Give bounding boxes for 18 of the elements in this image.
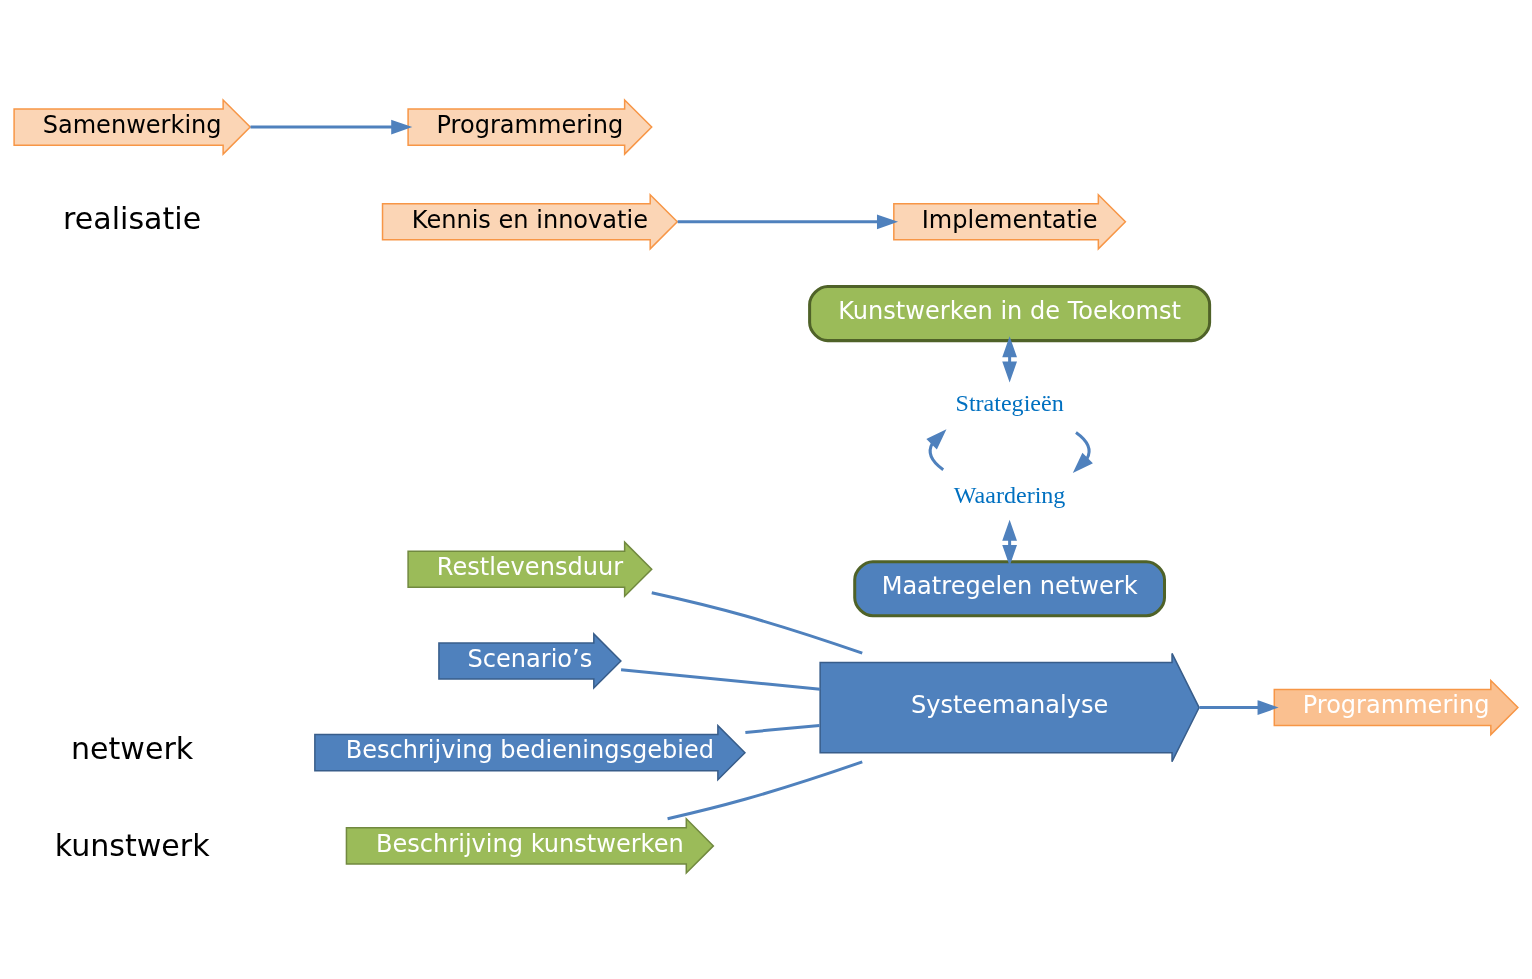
arrow (677, 214, 899, 230)
connector (620, 668, 821, 691)
arrow (1199, 700, 1279, 715)
node-box: Maatregelen netwerk (853, 560, 1166, 618)
arrow (1072, 431, 1093, 474)
label: realisatie (63, 201, 202, 237)
arrow (1002, 336, 1017, 383)
connector (651, 591, 863, 655)
node-text: Waardering (953, 481, 1066, 508)
node-box: Kunstwerken in de Toekomst (808, 285, 1212, 343)
label: netwerk (71, 730, 194, 766)
connector (745, 723, 820, 734)
arrow (250, 119, 413, 135)
connector (667, 760, 863, 821)
arrow (1002, 519, 1017, 567)
arrow (926, 429, 947, 471)
node-text: Strategieën (955, 390, 1064, 416)
label: kunstwerk (54, 828, 210, 864)
